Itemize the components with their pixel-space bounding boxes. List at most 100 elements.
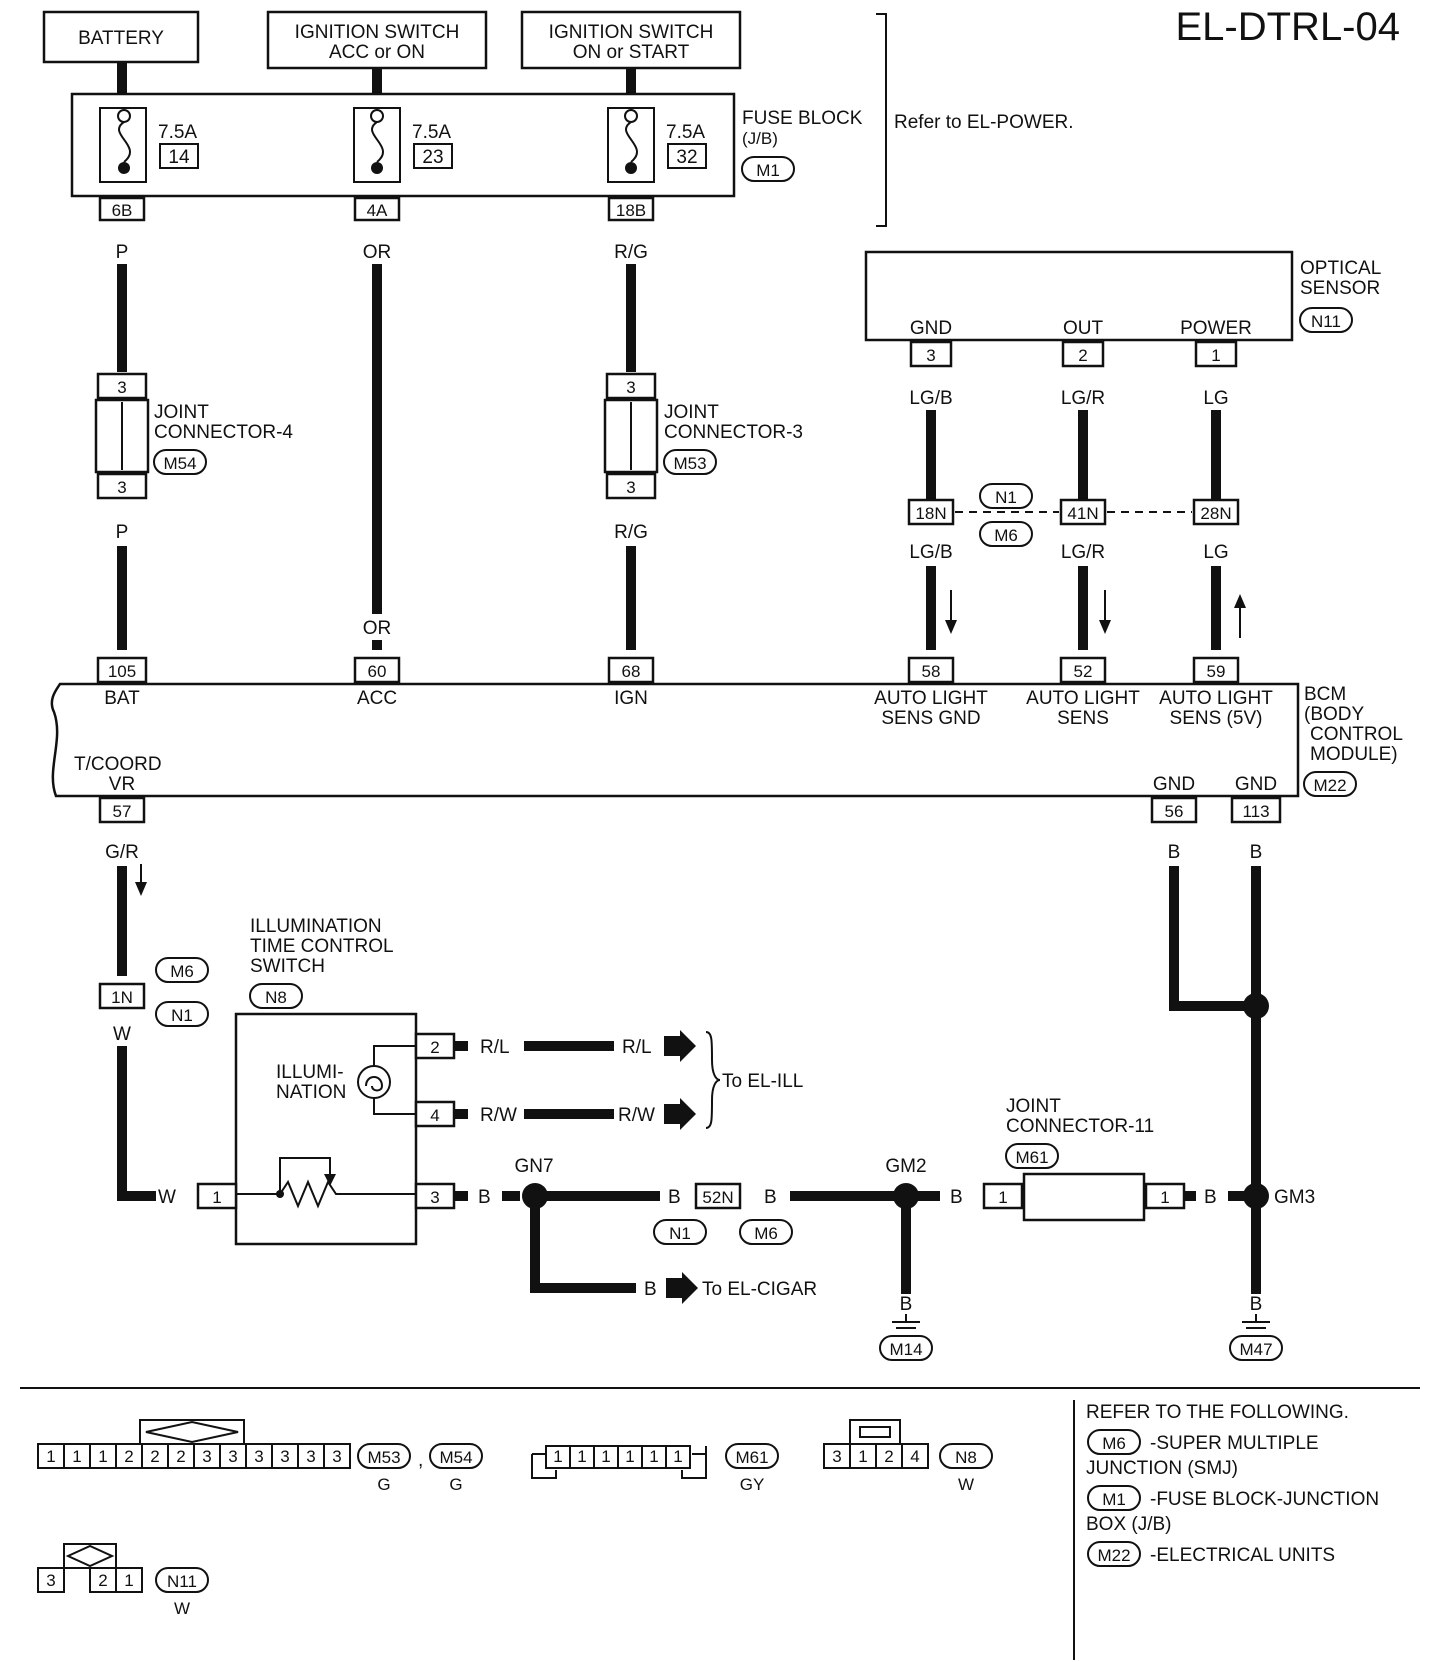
connector-pin-label: 1: [858, 1447, 867, 1466]
jc11-pin-left: 1: [998, 1188, 1007, 1207]
ill-outputs: R/L R/L R/W R/W To EL-ILL: [454, 1030, 803, 1130]
connector-pin-label: 1: [553, 1447, 562, 1466]
connector-pin-label: 3: [832, 1447, 841, 1466]
fuse-23-rating: 7.5A: [412, 122, 451, 143]
itcs-name2: TIME CONTROL: [250, 936, 394, 957]
connector-pin-label: 1: [601, 1447, 610, 1466]
acc-color-low: OR: [363, 618, 392, 639]
rheostat-icon: [236, 1157, 416, 1209]
os-color-lgb-2: LG/B: [909, 542, 952, 563]
jc11-name1: JOINT: [1006, 1096, 1061, 1117]
fuse-block-code: M1: [756, 161, 780, 180]
connector-pin-label: 3: [228, 1447, 237, 1466]
jc3-pin-top: 3: [626, 378, 635, 397]
refer-m6-t2: JUNCTION (SMJ): [1086, 1458, 1238, 1479]
gnd2-color: B: [1250, 842, 1263, 863]
bcm-f59-2: SENS (5V): [1170, 708, 1263, 729]
bcm-ign: IGN: [614, 688, 648, 709]
refer-code-m1: M1: [1102, 1490, 1126, 1509]
connector-pin-label: 3: [46, 1571, 55, 1590]
illum-label2: NATION: [276, 1082, 346, 1103]
connector-pin-label: 2: [150, 1447, 159, 1466]
itcs-code: N8: [265, 988, 287, 1007]
gn7-label: GN7: [514, 1156, 553, 1177]
illumination-bulb-icon: [357, 1045, 416, 1115]
ign-switch-acc: IGNITION SWITCH ACC or ON: [266, 10, 488, 70]
sensor-wire-power: 1 LG 28N LG: [1192, 340, 1240, 650]
jc3-name2: CONNECTOR-3: [664, 422, 803, 443]
bcm-term-52: 52: [1074, 662, 1093, 681]
connector-pin-label: 3: [280, 1447, 289, 1466]
os-pin-3: 3: [926, 346, 935, 365]
junction-52n: 52N N1 M6: [653, 1182, 793, 1245]
connector-pin-label: 4: [910, 1447, 919, 1466]
n8-color: W: [958, 1475, 974, 1494]
sensor-junction-codes: N1 M6: [979, 483, 1033, 547]
refer-head: REFER TO THE FOLLOWING.: [1086, 1402, 1349, 1423]
bcm-bat: BAT: [104, 688, 140, 709]
rl-color-2: R/L: [622, 1037, 652, 1058]
refer-el-power: Refer to EL-POWER.: [894, 112, 1074, 133]
os-pin-out-name: OUT: [1063, 318, 1104, 339]
jc4-code: M54: [163, 454, 196, 473]
fuse-14-number: 14: [168, 147, 190, 168]
connector-pin-label: 1: [649, 1447, 658, 1466]
connector-pin-label: 2: [98, 1571, 107, 1590]
bcm-gnd1-name: GND: [1153, 774, 1195, 795]
smj-1n: 1N M6 N1: [98, 957, 209, 1027]
to-el-ill: To EL-ILL: [722, 1071, 803, 1092]
jc3-code: M53: [673, 454, 706, 473]
jc4-name2: CONNECTOR-4: [154, 422, 293, 443]
fb-term-4a: 4A: [353, 196, 401, 222]
bcm-name1: BCM: [1304, 684, 1346, 705]
connector-pin-label: 1: [98, 1447, 107, 1466]
os-color-lgr-2: LG/R: [1061, 542, 1105, 563]
ign-switch-on: IGNITION SWITCH ON or START: [520, 10, 742, 70]
m53-code: M53: [367, 1448, 400, 1467]
fb-term-6b: 6B: [98, 196, 146, 222]
jc4-pin-top: 3: [117, 378, 126, 397]
connector-pin-label: 3: [202, 1447, 211, 1466]
gnd1-color: B: [1168, 842, 1181, 863]
connector-pin-label: 1: [625, 1447, 634, 1466]
itcs-name1: ILLUMINATION: [250, 916, 382, 937]
wire-color-or: OR: [363, 242, 392, 263]
joint-connector-3: 3 3 JOINT CONNECTOR-3 M53: [603, 372, 803, 500]
connector-pin-cell: [665, 1445, 691, 1469]
n11-color: W: [174, 1599, 190, 1618]
diagram-id: EL-DTRL-04: [1175, 5, 1400, 49]
connector-pin-label: 3: [254, 1447, 263, 1466]
smj-m6: M6: [170, 962, 194, 981]
bcm-term-57: 57: [113, 802, 132, 821]
b-color-5: B: [1204, 1187, 1217, 1208]
os-color-lg: LG: [1203, 388, 1228, 409]
j52-n1: N1: [669, 1224, 691, 1243]
jc4-name1: JOINT: [154, 402, 209, 423]
joint-connector-4: 3 3 JOINT CONNECTOR-4 M54: [94, 372, 293, 500]
refer-m6-t1: -SUPER MULTIPLE: [1150, 1433, 1319, 1454]
smj-n1: N1: [171, 1006, 193, 1025]
connector-pin-label: 2: [884, 1447, 893, 1466]
fuse-block: 7.5A 14 7.5A 23 7.5A 32 FUSE BLOCK (J/B)…: [70, 92, 863, 198]
illum-label1: ILLUMI-: [276, 1062, 344, 1083]
connector-pin-cell: [37, 1567, 65, 1593]
bcm-term-113: 113: [1242, 802, 1269, 821]
optical-sensor-name1: OPTICAL: [1300, 258, 1381, 279]
b-color-m47: B: [1250, 1294, 1263, 1315]
fuse-block-jb: (J/B): [742, 129, 778, 148]
connector-pin-label: 3: [332, 1447, 341, 1466]
fuse-14: 7.5A 14: [99, 107, 199, 183]
b-color-3: B: [764, 1187, 777, 1208]
n11-code: N11: [167, 1572, 197, 1591]
itcs-pin-3: 3: [430, 1188, 439, 1207]
b-color-2: B: [668, 1187, 681, 1208]
jc11-pin-right: 1: [1160, 1188, 1169, 1207]
optical-sensor: OPTICAL SENSOR N11 GND OUT POWER: [864, 250, 1381, 342]
jc11-name2: CONNECTOR-11: [1006, 1116, 1154, 1137]
fuse-23-number: 23: [422, 147, 443, 168]
fuse-32: 7.5A 32: [607, 107, 707, 183]
bcm-acc: ACC: [357, 688, 397, 709]
